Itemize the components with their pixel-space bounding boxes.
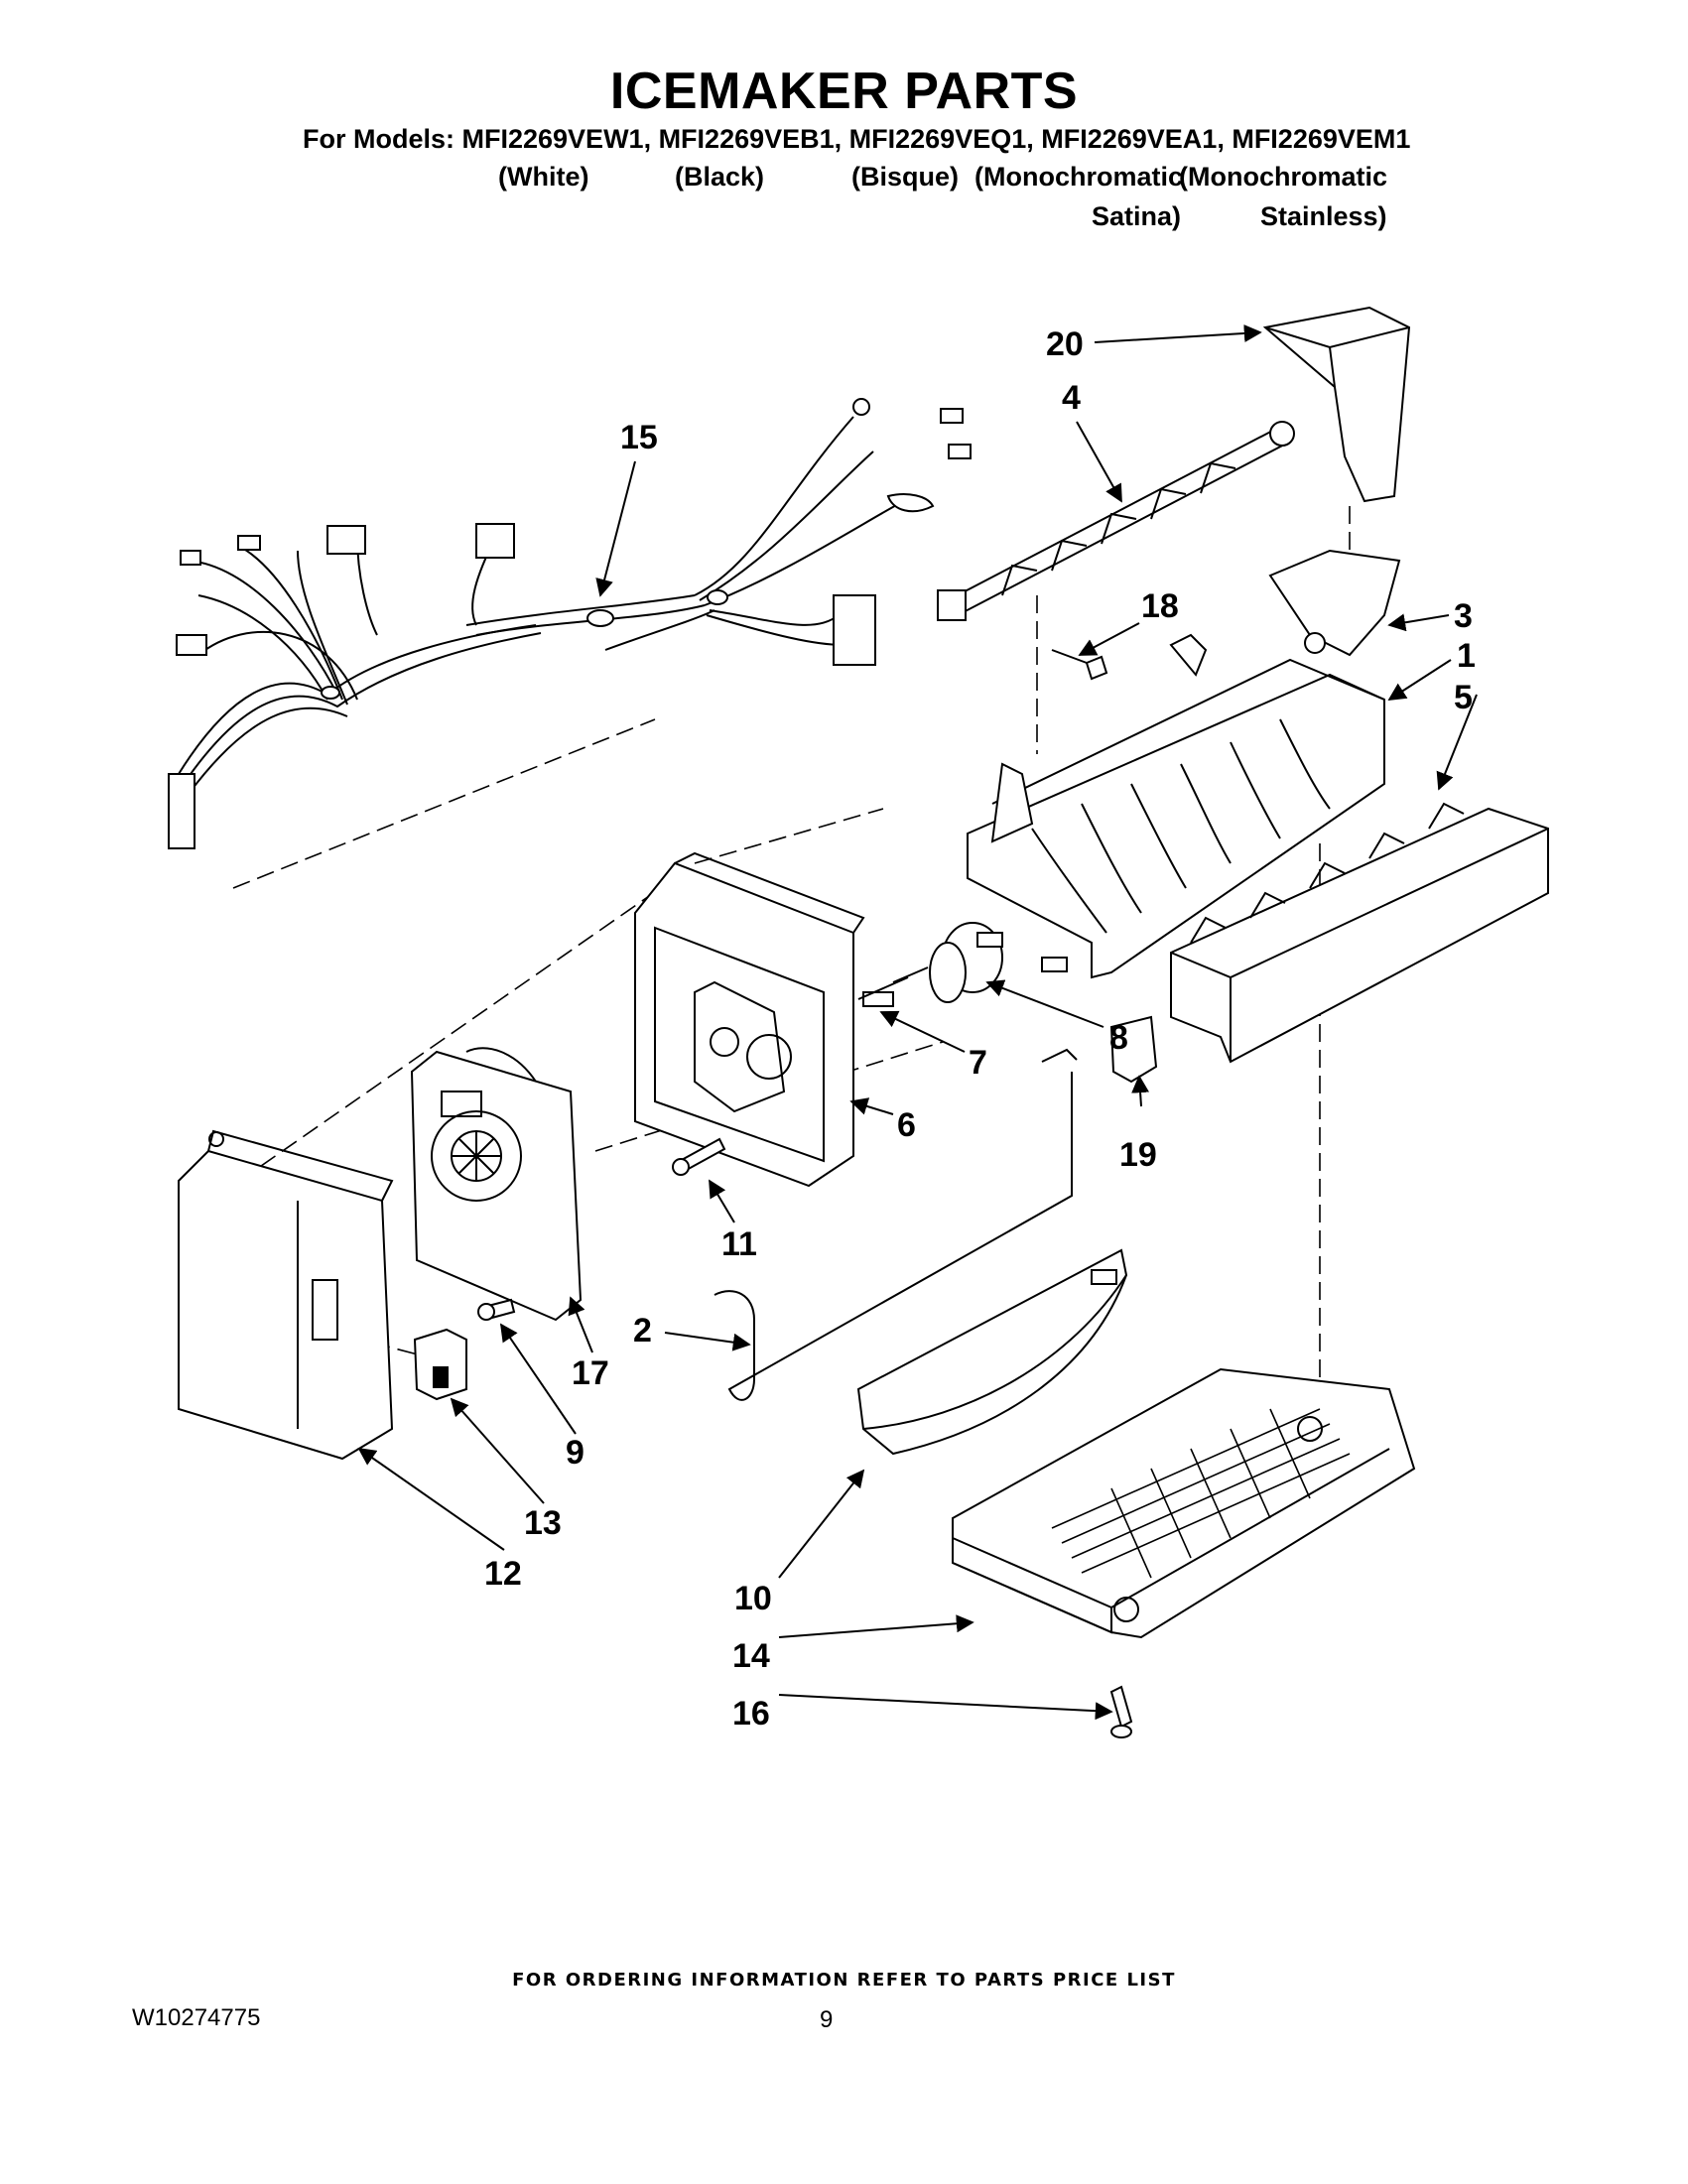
ice-tray (952, 1367, 1416, 1639)
variant-stainless-line1: (Monochromatic (1179, 162, 1388, 192)
document-number: W10274775 (132, 2004, 261, 2031)
on-off-switch (413, 1328, 467, 1401)
callout-15: 15 (620, 419, 658, 456)
page-number: 9 (820, 2006, 834, 2033)
variant-stainless-line2: Stainless) (1260, 201, 1387, 231)
callout-14: 14 (732, 1637, 770, 1675)
front-cover (178, 1129, 394, 1461)
variant-white: (White) (498, 162, 589, 192)
control-module (410, 1047, 583, 1322)
shield (1268, 549, 1401, 657)
ordering-note: FOR ORDERING INFORMATION REFER TO PARTS … (512, 1970, 1176, 1991)
callout-6: 6 (897, 1106, 916, 1144)
page-title: ICEMAKER PARTS (609, 63, 1079, 120)
callout-12: 12 (484, 1555, 522, 1593)
callout-numbers: 20 4 15 18 3 1 5 8 7 6 19 11 2 17 9 13 1… (484, 325, 1476, 1733)
callout-9: 9 (566, 1434, 584, 1472)
callout-17: 17 (572, 1354, 609, 1392)
callout-3: 3 (1454, 597, 1473, 635)
heater-terminal (857, 932, 1068, 1007)
ejector-shaft (937, 421, 1295, 621)
callout-20: 20 (1046, 325, 1084, 363)
callout-18: 18 (1141, 587, 1179, 625)
harness-connectors (168, 398, 972, 849)
bail-arm (856, 1248, 1128, 1456)
screw-9 (477, 1298, 516, 1321)
screw-18 (1051, 649, 1108, 681)
callout-4: 4 (1062, 379, 1081, 417)
shutoff-arm (714, 1048, 1078, 1401)
fill-cup (1262, 306, 1411, 503)
callout-10: 10 (734, 1580, 772, 1617)
variant-black: (Black) (675, 162, 765, 192)
variant-satina-line2: Satina) (1092, 201, 1182, 231)
housing (634, 851, 865, 1188)
variant-satina-line1: (Monochromatic (974, 162, 1184, 192)
screw-11 (672, 1137, 726, 1176)
models-line: For Models: MFI2269VEW1, MFI2269VEB1, MF… (303, 124, 1411, 154)
callout-16: 16 (732, 1695, 770, 1733)
callout-7: 7 (969, 1044, 987, 1082)
ice-stripper (1170, 802, 1549, 1064)
callout-11: 11 (721, 1225, 757, 1263)
wiring-harness (178, 416, 914, 795)
callout-1: 1 (1457, 637, 1476, 675)
callout-2: 2 (633, 1312, 652, 1349)
screw-16 (1109, 1685, 1133, 1738)
variant-bisque: (Bisque) (851, 162, 959, 192)
callout-5: 5 (1454, 679, 1473, 716)
callout-19: 19 (1119, 1136, 1157, 1174)
leader-arrows (357, 323, 1478, 1721)
ice-mold (967, 633, 1385, 979)
callout-13: 13 (524, 1504, 562, 1542)
callout-8: 8 (1109, 1019, 1128, 1057)
clip (1109, 1015, 1158, 1084)
